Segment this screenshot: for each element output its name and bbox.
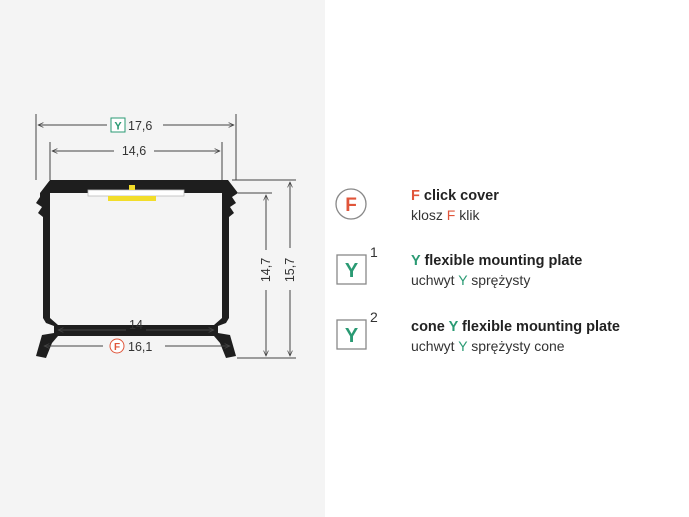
profile-cross-section: [36, 180, 238, 358]
y-badge: [336, 319, 367, 350]
legend: F F click cover klosz F klik Y 1 Y flexi…: [335, 188, 620, 354]
y-badge-letter-large: Y: [345, 260, 359, 282]
dim-height-outer-value: 15,7: [283, 258, 297, 282]
legend-subtitle: uchwyt Y sprężysty cone: [411, 338, 565, 354]
legend-title: Y flexible mounting plate: [411, 253, 582, 269]
f-badge-letter: F: [114, 342, 120, 353]
y-badge-letter-large: Y: [345, 325, 359, 347]
dim-height-inner-value: 14,7: [259, 258, 273, 282]
dim-bottom-outer-value: 16,1: [128, 340, 152, 354]
legend-item-cone-flexible-mounting-plate: Y 2 cone Y flexible mounting plate uchwy…: [336, 309, 620, 354]
led-chip: [129, 185, 135, 190]
dim-top-outer-value: 17,6: [128, 119, 152, 133]
legend-item-flexible-mounting-plate: Y 1 Y flexible mounting plate uchwyt Y s…: [336, 244, 582, 288]
y-badge: [336, 254, 367, 285]
legend-title: cone Y flexible mounting plate: [411, 319, 620, 335]
legend-title: F click cover: [411, 188, 499, 204]
mounting-plate: [87, 189, 185, 197]
f-badge-small: [109, 338, 125, 354]
dim-top-outer: Y 17,6: [110, 117, 152, 133]
superscript: 1: [370, 244, 378, 260]
f-badge-letter-large: F: [345, 195, 357, 216]
legend-item-click-cover: F F click cover klosz F klik: [335, 188, 499, 223]
drawing-background: [0, 0, 325, 517]
dim-top-inner-value: 14,6: [122, 144, 146, 158]
f-badge: [335, 188, 367, 220]
y-badge-letter: Y: [114, 121, 122, 133]
y-badge-small: [110, 117, 126, 133]
legend-subtitle: uchwyt Y sprężysty: [411, 272, 530, 288]
dimension-lines: [35, 114, 296, 359]
superscript: 2: [370, 309, 378, 325]
profile-body: [36, 180, 238, 358]
led-strip: [108, 196, 156, 201]
dim-bottom-outer: F 16,1: [109, 338, 152, 354]
dim-bottom-inner-value: 14: [129, 318, 143, 332]
legend-subtitle: klosz F klik: [411, 207, 480, 223]
